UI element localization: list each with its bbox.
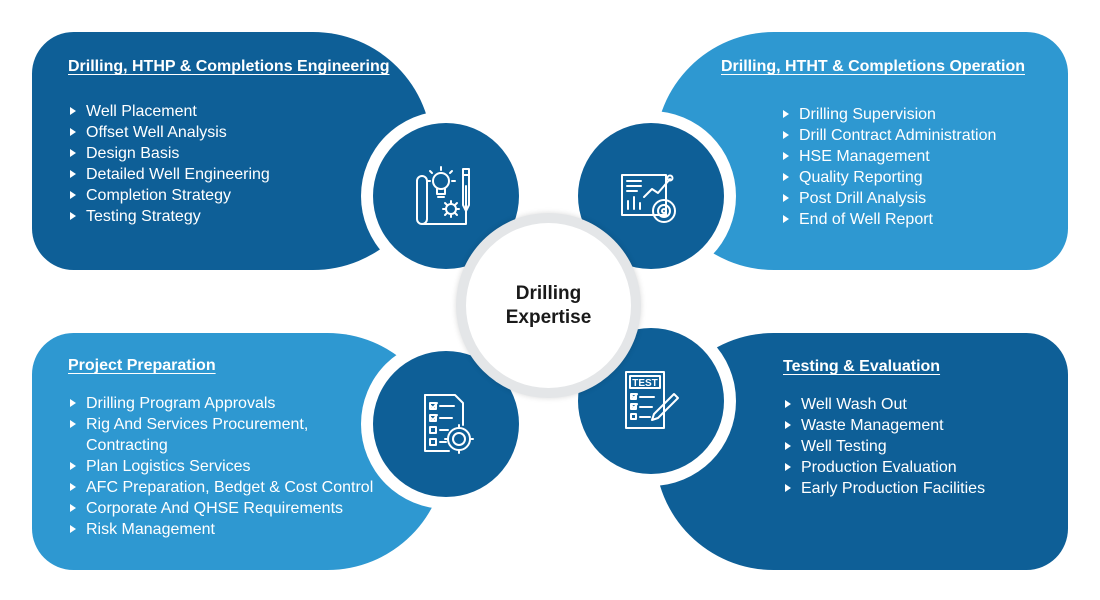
- list-item: Detailed Well Engineering: [68, 164, 270, 185]
- center-label-line1: Drilling: [515, 282, 582, 304]
- list-item: Testing Strategy: [68, 206, 270, 227]
- item-list: Drilling Supervision Drill Contract Admi…: [781, 104, 996, 230]
- bullet-icon: [70, 128, 76, 136]
- list-item: Risk Management: [68, 519, 373, 540]
- list-item: Rig And Services Procurement,: [68, 414, 373, 435]
- list-item: Completion Strategy: [68, 185, 270, 206]
- bullet-icon: [70, 525, 76, 533]
- checklist-gear-icon: [424, 394, 474, 454]
- center-circle: Drilling Expertise: [456, 213, 641, 398]
- list-item: Corporate And QHSE Requirements: [68, 498, 373, 519]
- panel-title: Testing & Evaluation: [783, 358, 941, 375]
- list-item: Well Wash Out: [783, 394, 985, 415]
- list-item: Offset Well Analysis: [68, 122, 270, 143]
- list-item: Drill Contract Administration: [781, 125, 996, 146]
- bullet-icon: [783, 173, 789, 181]
- icon-disc: [373, 351, 519, 497]
- blueprint-idea-icon: [416, 166, 470, 225]
- bullet-icon: [785, 400, 791, 408]
- bullet-icon: [70, 483, 76, 491]
- bullet-icon: [70, 191, 76, 199]
- bullet-icon: [70, 107, 76, 115]
- list-item: HSE Management: [781, 146, 996, 167]
- list-item-continuation: Contracting: [86, 437, 168, 454]
- list-item: Well Testing: [783, 436, 985, 457]
- bullet-icon: [785, 463, 791, 471]
- bullet-icon: [70, 462, 76, 470]
- panel-title: Drilling, HTHP & Completions Engineering: [68, 58, 390, 75]
- bullet-icon: [785, 442, 791, 450]
- bullet-icon: [785, 484, 791, 492]
- list-item: Plan Logistics Services: [68, 456, 373, 477]
- bullet-icon: [70, 420, 76, 428]
- list-item: Drilling Program Approvals: [68, 393, 373, 414]
- item-list: Well Placement Offset Well Analysis Desi…: [68, 101, 270, 227]
- panel-engineering: Drilling, HTHP & Completions Engineering…: [32, 32, 432, 270]
- center-label-line2: Expertise: [505, 306, 592, 328]
- bullet-icon: [783, 194, 789, 202]
- bullet-icon: [783, 110, 789, 118]
- panel-preparation: Project Preparation Drilling Program App…: [32, 333, 446, 570]
- list-item: End of Well Report: [781, 209, 996, 230]
- bullet-icon: [70, 149, 76, 157]
- list-item: Drilling Supervision: [781, 104, 996, 125]
- test-icon-text: TEST: [632, 378, 658, 389]
- item-list: Drilling Program Approvals Rig And Servi…: [68, 393, 373, 540]
- bullet-icon: [783, 152, 789, 160]
- test-paper-icon: TEST: [625, 371, 679, 429]
- icon-ring-operation: [566, 111, 736, 281]
- list-item: Well Placement: [68, 101, 270, 122]
- bullet-icon: [783, 215, 789, 223]
- bullet-icon: [785, 421, 791, 429]
- bullet-icon: [70, 212, 76, 220]
- list-item: Design Basis: [68, 143, 270, 164]
- bullet-icon: [70, 399, 76, 407]
- list-item: Post Drill Analysis: [781, 188, 996, 209]
- list-item: Production Evaluation: [783, 457, 985, 478]
- bullet-icon: [70, 504, 76, 512]
- analytics-report-icon: [621, 174, 676, 223]
- item-list: Well Wash Out Waste Management Well Test…: [783, 394, 985, 499]
- list-item: Waste Management: [783, 415, 985, 436]
- bullet-icon: [70, 170, 76, 178]
- center-inner: Drilling Expertise: [466, 223, 631, 388]
- panel-title: Drilling, HTHT & Completions Operation: [721, 58, 1025, 75]
- list-item: Early Production Facilities: [783, 478, 985, 499]
- list-item: Quality Reporting: [781, 167, 996, 188]
- panel-title: Project Preparation: [68, 357, 216, 374]
- bullet-icon: [783, 131, 789, 139]
- list-item: AFC Preparation, Bedget & Cost Control: [68, 477, 373, 498]
